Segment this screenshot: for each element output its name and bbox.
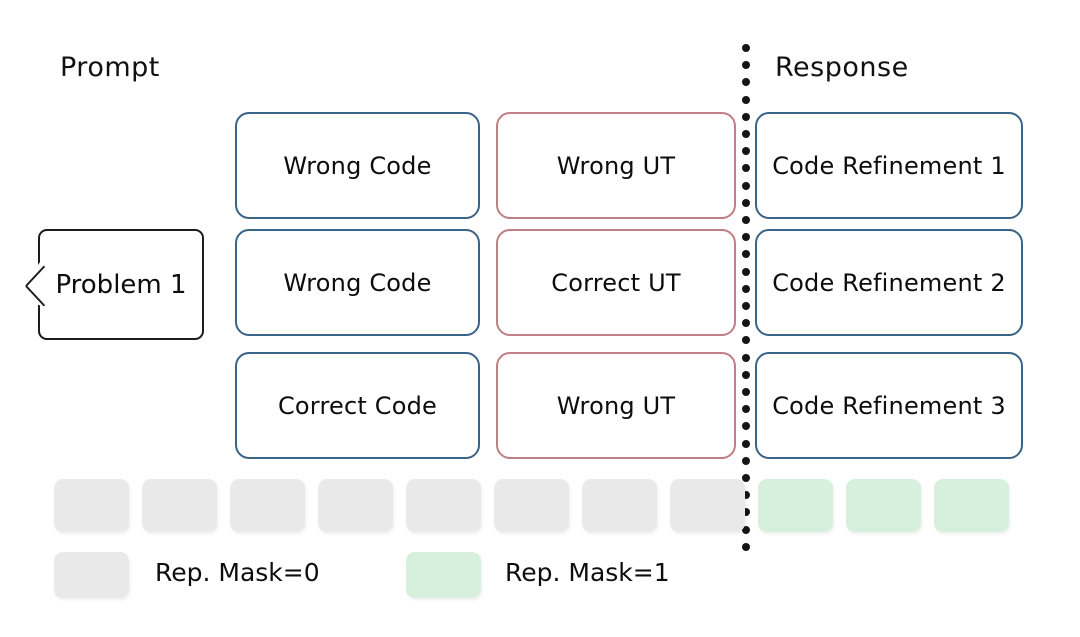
- divider-dot: [742, 198, 750, 207]
- divider-dot: [742, 353, 750, 362]
- rep-mask-token-0: [230, 479, 305, 532]
- problem-label: Problem 1: [55, 269, 187, 300]
- divider-dot: [742, 525, 750, 534]
- divider-dot: [742, 95, 750, 104]
- rep-mask-token-0: [142, 479, 217, 532]
- legend-label-mask0: Rep. Mask=0: [155, 558, 320, 587]
- prompt-code-label-1: Wrong Code: [283, 151, 432, 180]
- response-refinement-label-2: Code Refinement 2: [772, 268, 1006, 297]
- rep-mask-token-0: [494, 479, 569, 532]
- response-refinement-box-2[interactable]: Code Refinement 2: [755, 229, 1023, 336]
- response-refinement-label-3: Code Refinement 3: [772, 391, 1006, 420]
- divider-dot: [742, 439, 750, 448]
- prompt-ut-box-3[interactable]: Wrong UT: [496, 352, 736, 459]
- divider-dot: [742, 44, 750, 52]
- divider-dot: [742, 61, 750, 70]
- divider-dot: [742, 456, 750, 465]
- problem-callout-tail-joint: [36, 265, 40, 305]
- legend-swatch-mask1: [406, 552, 481, 598]
- legend-swatch-mask0: [54, 552, 129, 598]
- prompt-ut-box-1[interactable]: Wrong UT: [496, 112, 736, 219]
- prompt-section-label: Prompt: [60, 52, 160, 83]
- divider-dot: [742, 233, 750, 242]
- prompt-code-box-1[interactable]: Wrong Code: [235, 112, 480, 219]
- response-refinement-box-1[interactable]: Code Refinement 1: [755, 112, 1023, 219]
- divider-dot: [742, 405, 750, 414]
- rep-mask-token-0: [582, 479, 657, 532]
- divider-dot: [742, 336, 750, 345]
- response-refinement-label-1: Code Refinement 1: [772, 151, 1006, 180]
- prompt-code-label-3: Correct Code: [277, 391, 438, 420]
- rep-mask-token-0: [54, 479, 129, 532]
- divider-dot: [742, 302, 750, 310]
- divider-dot: [742, 319, 750, 328]
- rep-mask-token-1: [758, 479, 833, 532]
- rep-mask-token-0: [670, 479, 745, 532]
- divider-dot: [742, 130, 750, 138]
- divider-dot: [742, 491, 750, 500]
- divider-dot: [742, 542, 750, 551]
- prompt-ut-label-1: Wrong UT: [556, 151, 676, 180]
- divider-dot: [742, 508, 750, 517]
- prompt-response-divider: [742, 44, 751, 551]
- divider-dot: [742, 181, 750, 190]
- divider-dot: [742, 284, 750, 293]
- divider-dot: [742, 388, 750, 396]
- divider-dot: [742, 78, 750, 87]
- divider-dot: [742, 164, 750, 173]
- rep-mask-token-0: [406, 479, 481, 532]
- divider-dot: [742, 422, 750, 431]
- rep-mask-token-0: [318, 479, 393, 532]
- divider-dot: [742, 370, 750, 379]
- legend-label-mask1: Rep. Mask=1: [505, 558, 670, 587]
- prompt-code-box-3[interactable]: Correct Code: [235, 352, 480, 459]
- prompt-code-label-2: Wrong Code: [283, 268, 432, 297]
- rep-mask-token-1: [934, 479, 1009, 532]
- prompt-ut-box-2[interactable]: Correct UT: [496, 229, 736, 336]
- prompt-ut-label-3: Wrong UT: [556, 391, 676, 420]
- divider-dot: [742, 474, 750, 482]
- divider-dot: [742, 250, 750, 259]
- divider-dot: [742, 216, 750, 224]
- problem-callout-box[interactable]: Problem 1: [38, 229, 204, 340]
- response-refinement-box-3[interactable]: Code Refinement 3: [755, 352, 1023, 459]
- rep-mask-token-1: [846, 479, 921, 532]
- divider-dot: [742, 147, 750, 156]
- response-section-label: Response: [775, 52, 909, 83]
- divider-dot: [742, 267, 750, 276]
- divider-dot: [742, 112, 750, 121]
- prompt-code-box-2[interactable]: Wrong Code: [235, 229, 480, 336]
- prompt-ut-label-2: Correct UT: [551, 268, 681, 297]
